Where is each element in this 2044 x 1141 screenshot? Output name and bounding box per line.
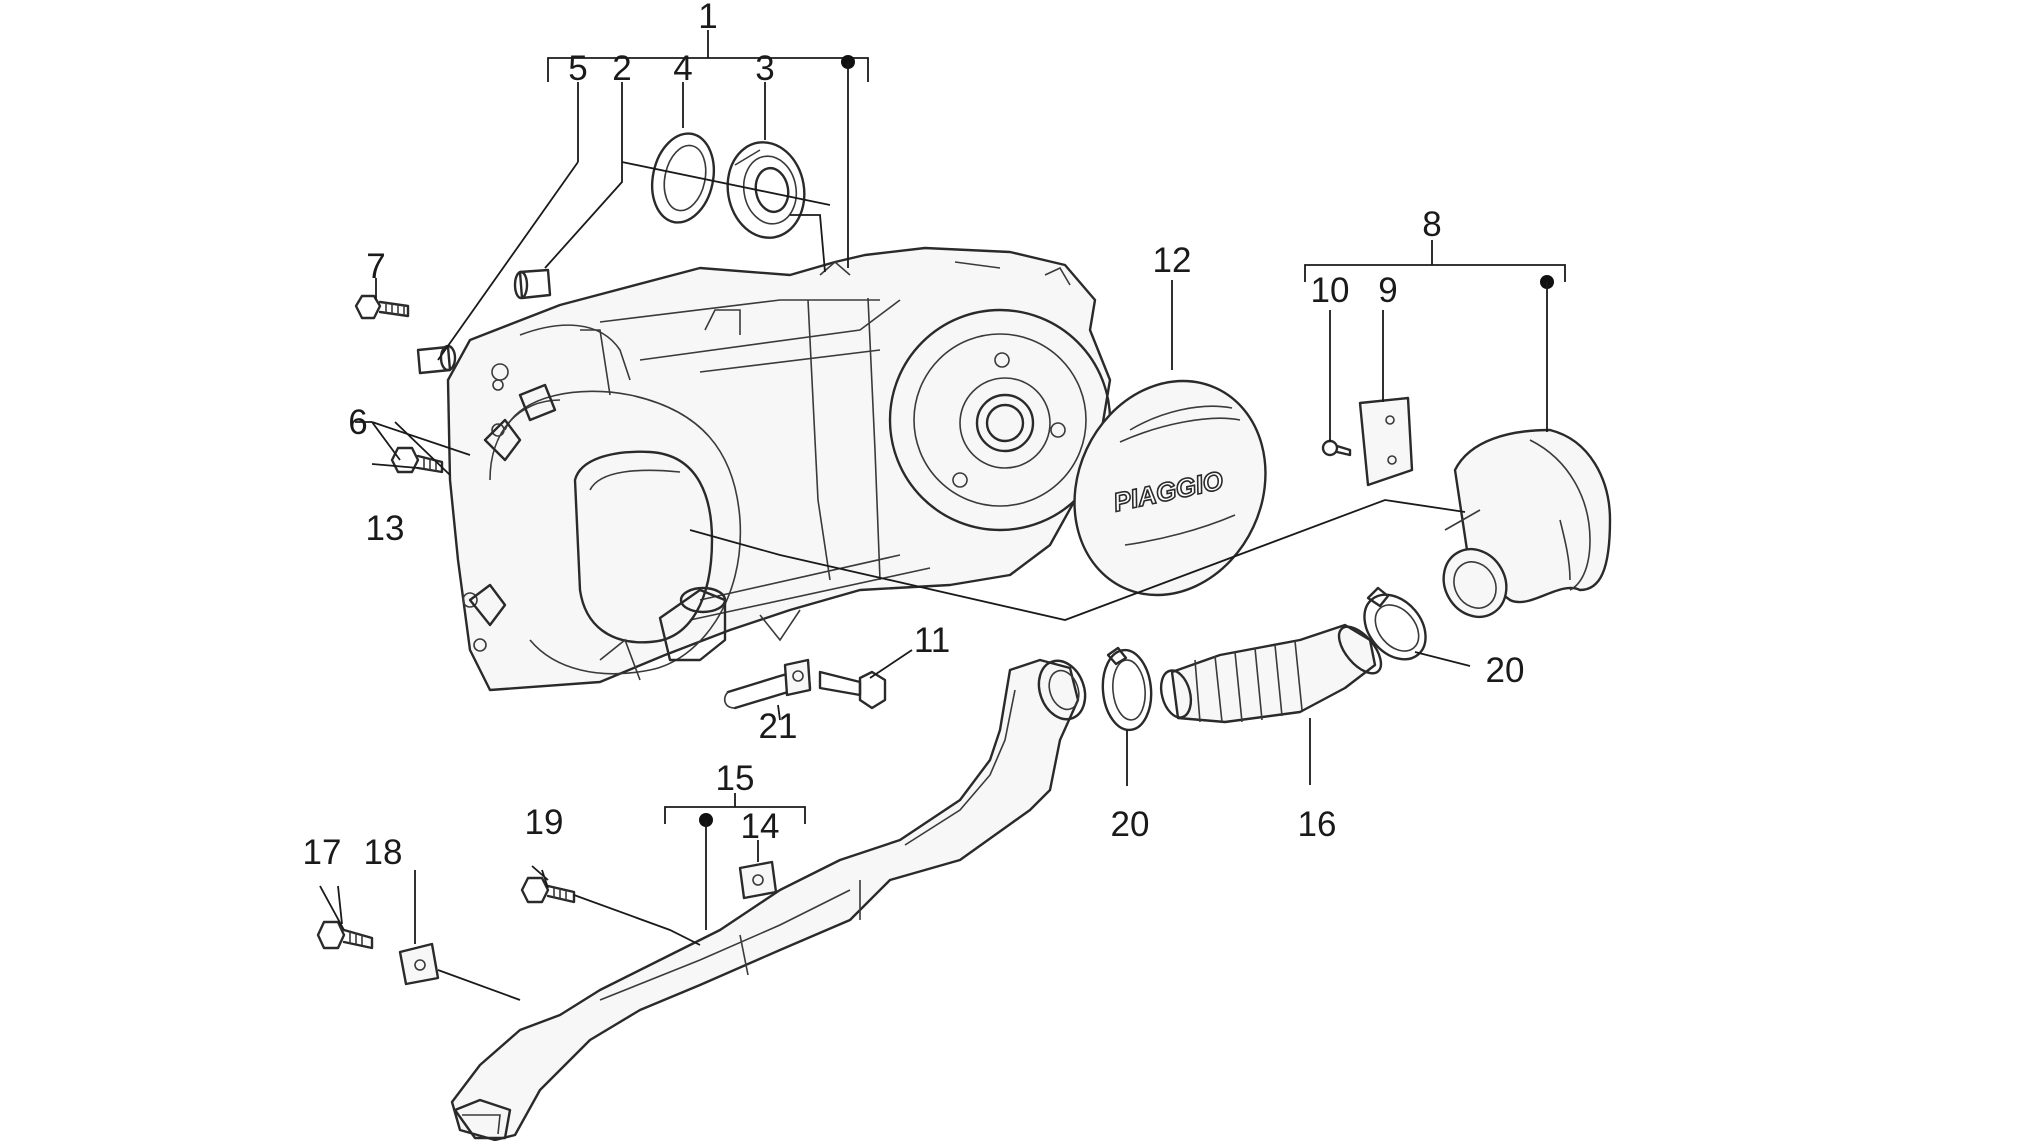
callout-10: 10 xyxy=(1311,271,1350,310)
callout-labels: 1 5 2 4 3 7 6 13 12 8 10 9 11 21 20 20 1… xyxy=(303,0,1525,872)
callout-19: 19 xyxy=(525,803,564,842)
callout-14: 14 xyxy=(741,807,780,846)
callout-7: 7 xyxy=(366,247,385,286)
bearing xyxy=(726,141,806,239)
bracket-clip-21 xyxy=(723,658,812,710)
cover-cap: PIAGGIO xyxy=(1073,379,1267,597)
bolt-11 xyxy=(818,670,887,710)
callout-2: 2 xyxy=(612,49,631,88)
callout-8: 8 xyxy=(1422,205,1441,244)
screw-10 xyxy=(1321,439,1352,457)
clip-nut-18 xyxy=(398,942,440,986)
oil-seal xyxy=(651,132,715,224)
callout-18: 18 xyxy=(364,833,403,872)
screw-7 xyxy=(354,294,410,320)
corrugated-hose xyxy=(1159,623,1383,724)
callout-13: 13 xyxy=(366,509,405,548)
callout-16: 16 xyxy=(1298,805,1337,844)
callout-6: 6 xyxy=(348,403,367,442)
leader-lines xyxy=(319,62,1548,1001)
callout-9: 9 xyxy=(1378,271,1397,310)
group-bracket-15 xyxy=(664,793,806,827)
callout-12: 12 xyxy=(1153,241,1192,280)
plate-9 xyxy=(1358,396,1414,487)
crankcase-cover xyxy=(446,246,1112,692)
callout-17: 17 xyxy=(303,833,342,872)
callout-15: 15 xyxy=(716,759,755,798)
spacer-bushing xyxy=(416,344,457,375)
callout-3: 3 xyxy=(755,49,774,88)
callout-1: 1 xyxy=(698,0,717,36)
screw-17 xyxy=(316,920,374,950)
dowel-pin xyxy=(513,268,552,300)
callout-20-upper: 20 xyxy=(1486,651,1525,690)
screw-19 xyxy=(520,876,576,904)
callout-11: 11 xyxy=(914,621,950,660)
callout-21: 21 xyxy=(759,707,798,746)
air-intake-duct xyxy=(1442,428,1612,619)
long-air-duct xyxy=(450,658,1087,1141)
group-bracket-1 xyxy=(547,30,869,82)
hose-clamp-lower xyxy=(1101,646,1153,732)
callout-4: 4 xyxy=(673,49,692,88)
callout-20-lower: 20 xyxy=(1111,805,1150,844)
hose-clamp-upper xyxy=(1363,586,1427,661)
callout-5: 5 xyxy=(568,49,587,88)
clip-nut-14 xyxy=(738,860,778,900)
group-bracket-8 xyxy=(1304,240,1566,289)
